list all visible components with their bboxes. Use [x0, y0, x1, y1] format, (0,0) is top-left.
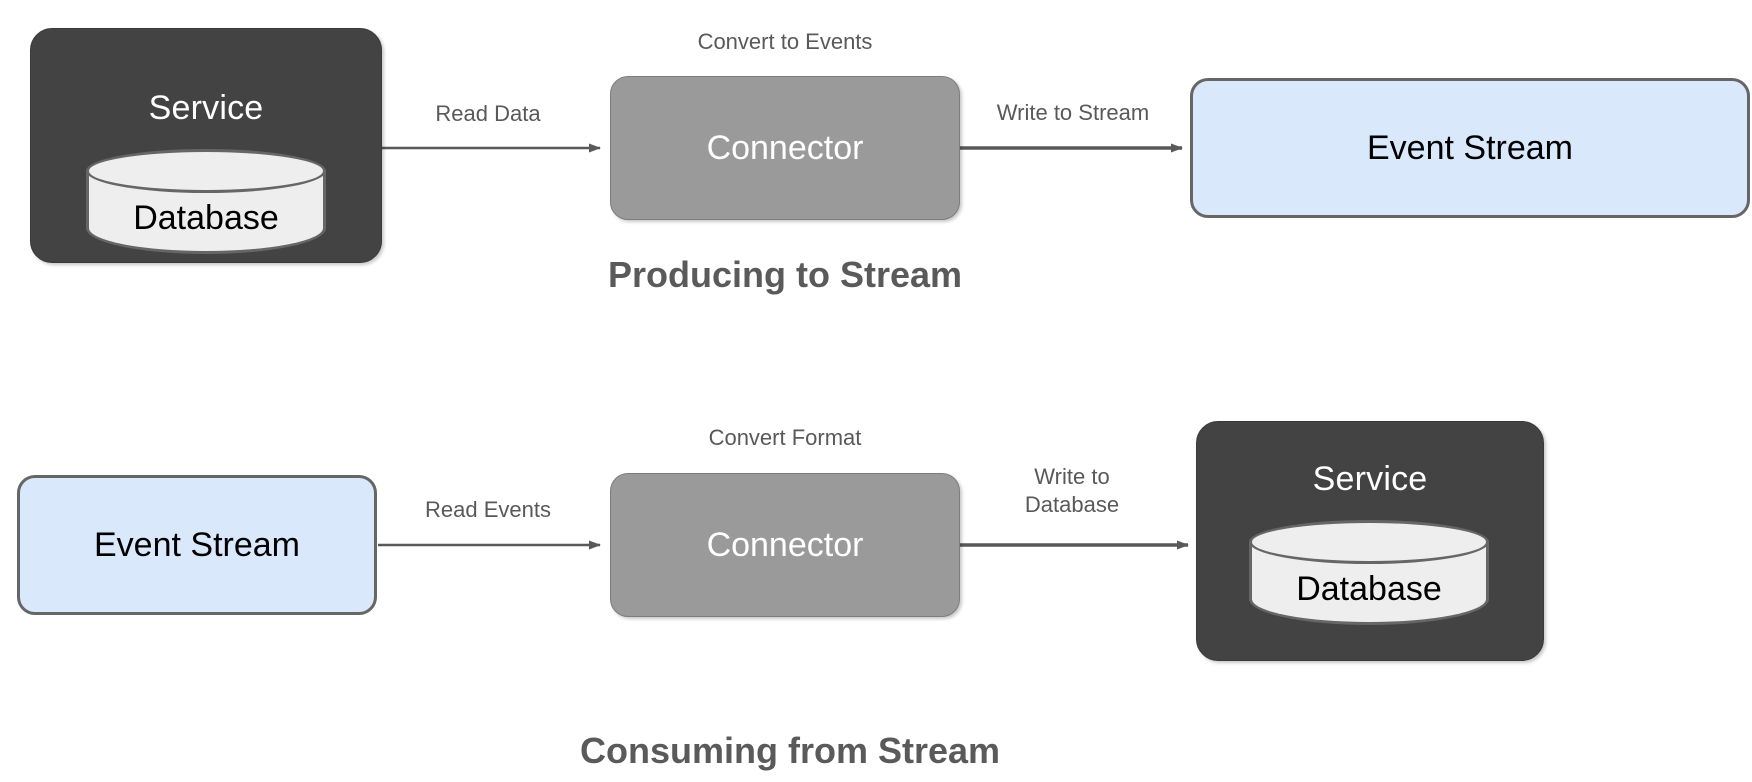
- top-section-caption: Producing to Stream: [607, 254, 963, 295]
- top-database-cylinder[interactable]: Database: [86, 149, 326, 254]
- bottom-edge-label-write-to-database: Write to Database: [1024, 464, 1120, 517]
- top-connector-annotation: Convert to Events: [697, 29, 873, 54]
- top-edge-label-read-data: Read Data: [435, 101, 541, 126]
- top-edge-label-write-to-stream: Write to Stream: [996, 100, 1150, 125]
- bottom-connector-annotation: Convert Format: [708, 425, 862, 450]
- top-service-node[interactable]: Service Database: [30, 28, 382, 263]
- top-database-cylinder-top: [86, 149, 326, 193]
- bottom-event-stream-node[interactable]: Event Stream: [17, 475, 377, 615]
- bottom-event-stream-label: Event Stream: [94, 525, 300, 564]
- bottom-connector-node[interactable]: Connector: [610, 473, 960, 617]
- bottom-database-cylinder[interactable]: Database: [1249, 520, 1489, 625]
- top-event-stream-node[interactable]: Event Stream: [1190, 78, 1750, 218]
- bottom-database-cylinder-top: [1249, 520, 1489, 564]
- bottom-database-label: Database: [1296, 570, 1442, 608]
- bottom-edge-label-read-events: Read Events: [425, 497, 551, 522]
- top-service-title: Service: [148, 89, 264, 127]
- bottom-service-title: Service: [1312, 460, 1428, 498]
- top-connector-label: Connector: [706, 128, 864, 167]
- bottom-connector-label: Connector: [706, 525, 864, 564]
- top-connector-node[interactable]: Connector: [610, 76, 960, 220]
- top-database-label: Database: [133, 199, 279, 237]
- bottom-section-caption: Consuming from Stream: [579, 730, 1001, 771]
- top-event-stream-label: Event Stream: [1367, 128, 1573, 167]
- bottom-service-node[interactable]: Service Database: [1196, 421, 1544, 661]
